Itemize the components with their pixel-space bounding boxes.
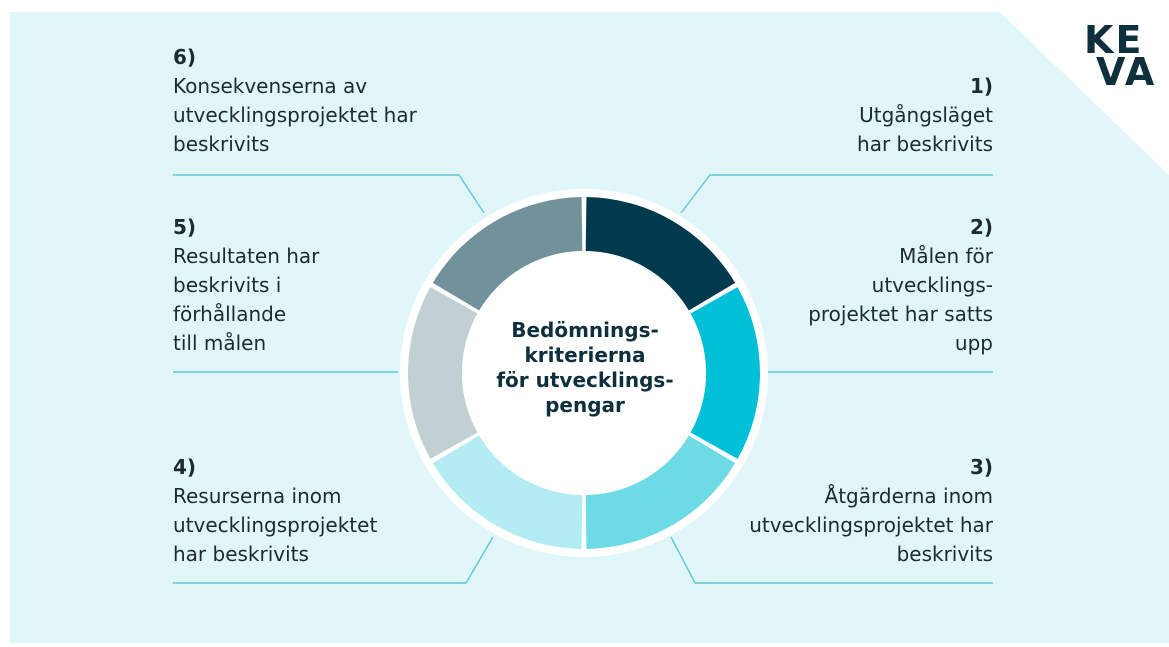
criterion-3-text: Åtgärderna inom utvecklingsprojektet har… <box>749 484 993 566</box>
connector-line-3 <box>670 536 993 584</box>
center-title: Bedömnings- kriterierna för utvecklings-… <box>496 318 674 417</box>
criterion-6: 6) Konsekvenserna av utvecklingsprojekte… <box>173 43 493 159</box>
criterion-3-number: 3) <box>969 455 993 479</box>
criterion-1-number: 1) <box>969 74 993 98</box>
connector-lines <box>173 174 993 584</box>
criterion-2: 2) Målen för utvecklings- projektet har … <box>693 213 993 358</box>
criterion-6-text: Konsekvenserna av utvecklingsprojektet h… <box>173 74 417 156</box>
criterion-6-number: 6) <box>173 45 197 69</box>
criterion-5-text: Resultaten har beskrivits i förhållande … <box>173 244 320 355</box>
connector-line-1 <box>680 174 993 214</box>
donut-chart <box>408 197 760 549</box>
donut-segment-3 <box>585 435 736 549</box>
criterion-4-number: 4) <box>173 455 197 479</box>
criterion-3: 3) Åtgärderna inom utvecklingsprojektet … <box>693 453 993 569</box>
criterion-5: 5) Resultaten har beskrivits i förhållan… <box>173 213 413 358</box>
donut-segment-6 <box>432 197 583 311</box>
donut-center <box>462 251 706 495</box>
logo-line-1: KE <box>1084 18 1144 62</box>
donut-segment-5 <box>408 287 478 459</box>
criterion-4-text: Resurserna inom utvecklingsprojektet har… <box>173 484 378 566</box>
criterion-2-text: Målen för utvecklings- projektet har sat… <box>808 244 993 355</box>
keva-logo: KE VA <box>1084 18 1169 94</box>
donut-segment-4 <box>432 435 583 549</box>
donut-segment-2 <box>690 287 760 459</box>
connector-line-4 <box>173 536 494 584</box>
criterion-4: 4) Resurserna inom utvecklingsprojektet … <box>173 453 473 569</box>
criterion-5-number: 5) <box>173 215 197 239</box>
criterion-1: 1) Utgångsläget har beskrivits <box>693 72 993 159</box>
logo-line-2: VA <box>1096 50 1157 94</box>
criterion-2-number: 2) <box>969 215 993 239</box>
criterion-1-text: Utgångsläget har beskrivits <box>857 103 993 156</box>
connector-line-6 <box>173 174 485 214</box>
donut-segment-1 <box>585 197 736 311</box>
